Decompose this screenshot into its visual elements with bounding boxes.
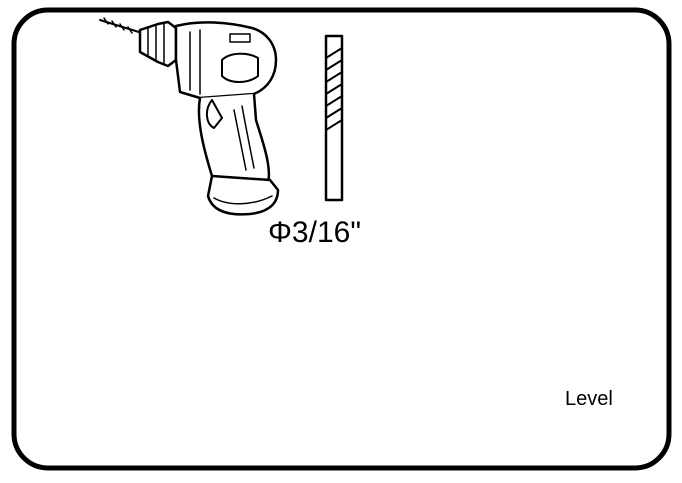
cordless-drill-icon	[99, 17, 280, 216]
drill-bit-size-label: Φ3/16"	[268, 216, 361, 249]
drill-bit-icon	[324, 34, 344, 202]
frame-border	[11, 7, 672, 471]
level-label: Level	[565, 388, 613, 410]
